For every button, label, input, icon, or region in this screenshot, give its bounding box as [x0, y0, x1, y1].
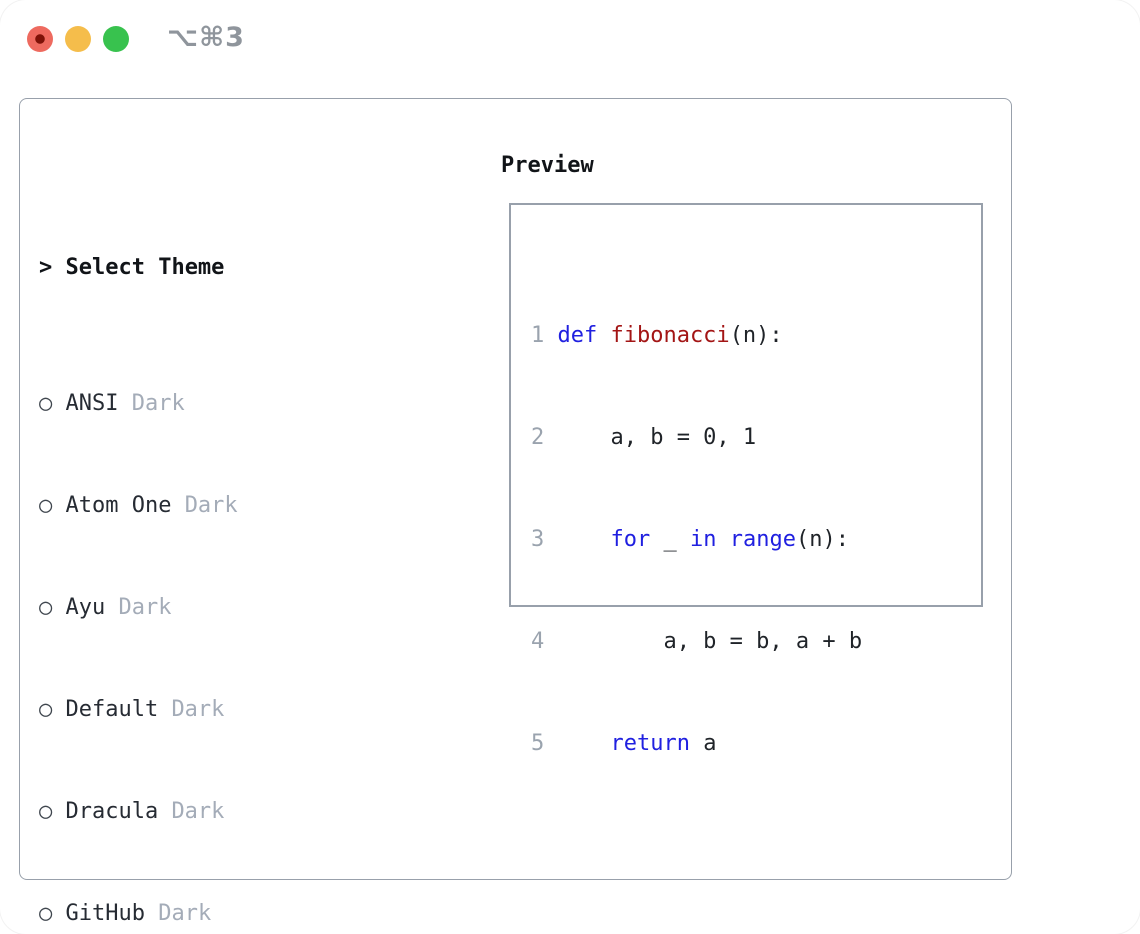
keyboard-shortcut-label: ⌥⌘3: [167, 22, 245, 53]
radio-unselected-icon: ○: [39, 697, 53, 722]
minimize-button[interactable]: [65, 26, 91, 52]
spacer: [531, 863, 971, 897]
select-theme-title: Select Theme: [65, 255, 225, 280]
radio-unselected-icon: ○: [39, 901, 53, 926]
code-line: 5 return a: [531, 727, 971, 761]
line-number: 4: [531, 629, 545, 654]
select-theme-header: > Select Theme: [39, 251, 410, 285]
radio-unselected-icon: ○: [39, 493, 53, 518]
line-number: 1: [531, 323, 545, 348]
theme-variant-label: Dark: [131, 391, 185, 416]
line-number: 2: [531, 425, 545, 450]
theme-variant-label: Dark: [184, 493, 238, 518]
code-line: 4 a, b = b, a + b: [531, 625, 971, 659]
radio-unselected-icon: ○: [39, 391, 53, 416]
titlebar: ⌥⌘3: [0, 0, 1140, 78]
line-number: 5: [531, 731, 545, 756]
theme-variant-label: Dark: [118, 595, 172, 620]
preview-title: Preview: [501, 153, 594, 178]
theme-variant-label: Dark: [158, 901, 212, 926]
code-line: 3 for _ in range(n):: [531, 523, 971, 557]
theme-variant-label: Dark: [171, 799, 225, 824]
line-number: 3: [531, 527, 545, 552]
theme-variant-label: Dark: [171, 697, 225, 722]
radio-unselected-icon: ○: [39, 799, 53, 824]
traffic-lights: [27, 26, 129, 52]
maximize-button[interactable]: [103, 26, 129, 52]
code-line: 2 a, b = 0, 1: [531, 421, 971, 455]
close-button[interactable]: [27, 26, 53, 52]
radio-unselected-icon: ○: [39, 595, 53, 620]
focus-caret-icon: >: [39, 255, 53, 280]
